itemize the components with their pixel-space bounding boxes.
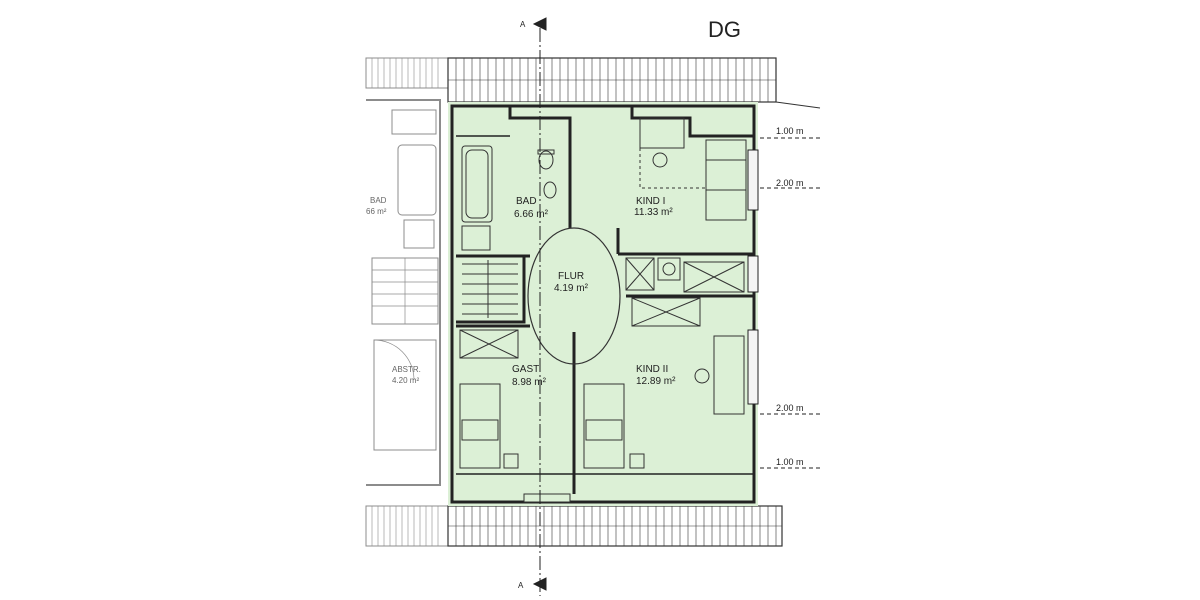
dimension-lines <box>760 137 822 469</box>
roof-hatch-top <box>447 57 821 109</box>
fixtures <box>459 117 747 503</box>
dimension-top-2: 2.00 m <box>776 178 804 188</box>
room-name-bad: BAD <box>516 196 537 207</box>
section-line <box>532 17 547 596</box>
room-area-gast: 8.98 m² <box>512 377 547 388</box>
room-area-kind2: 12.89 m² <box>636 376 676 387</box>
room-name-kind1: KIND I <box>636 196 665 207</box>
dimension-bottom-1: 1.00 m <box>776 457 804 467</box>
roof-hatch-bottom <box>447 505 783 547</box>
neighbor-room-name-abstr: ABSTR. <box>392 365 421 374</box>
room-area-bad: 6.66 m² <box>514 209 549 220</box>
dimension-top-1: 1.00 m <box>776 126 804 136</box>
floor-title: DG <box>708 17 741 42</box>
dimension-bottom-2: 2.00 m <box>776 403 804 413</box>
section-marker-top: A <box>520 20 526 29</box>
neighbor-room-area-bad: 66 m² <box>366 207 387 216</box>
neighbor-room-name-bad: BAD <box>370 196 387 205</box>
room-area-kind1: 11.33 m² <box>634 207 673 218</box>
neighbor-house <box>365 57 449 547</box>
room-name-kind2: KIND II <box>636 364 668 375</box>
walls <box>450 104 756 504</box>
neighbor-room-area-abstr: 4.20 m² <box>392 376 419 385</box>
room-area-flur: 4.19 m² <box>554 283 589 294</box>
section-marker-bottom: A <box>518 581 524 590</box>
room-name-flur: FLUR <box>558 271 584 282</box>
room-name-gast: GAST <box>512 364 539 375</box>
right-wall-windows <box>747 149 759 405</box>
